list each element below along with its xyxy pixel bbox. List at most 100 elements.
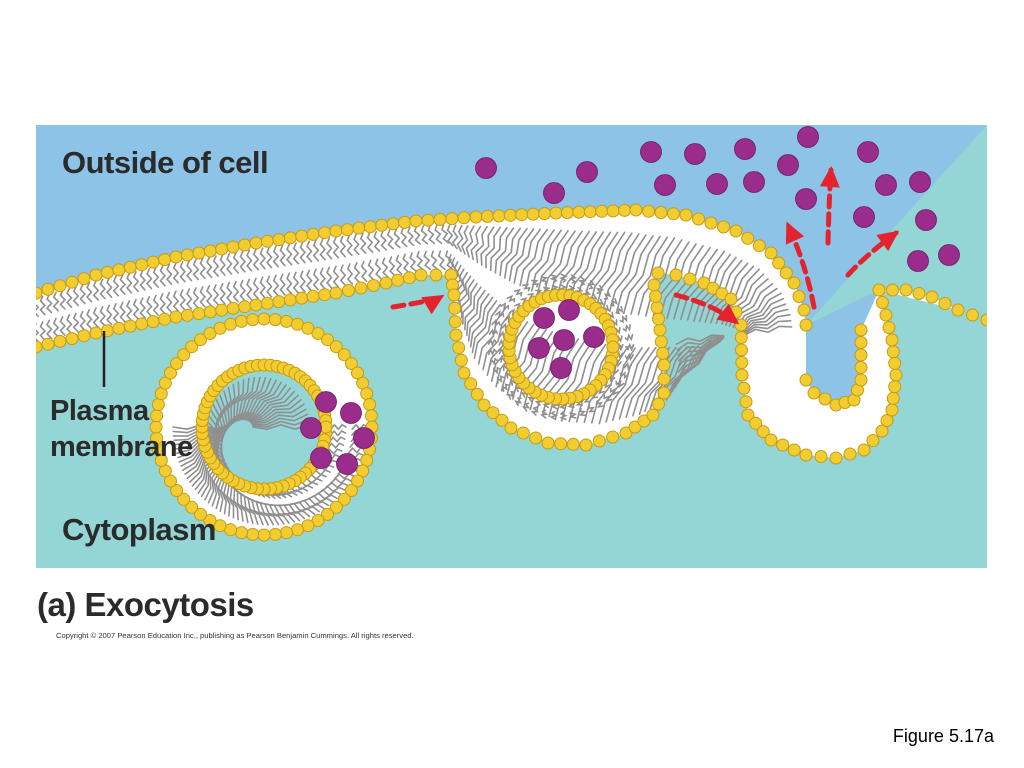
lipid-tail: [388, 256, 396, 277]
phospholipid-head: [249, 236, 263, 250]
phospholipid-head: [866, 434, 880, 447]
lipid-tail: [246, 390, 296, 421]
phospholipid-head: [318, 226, 332, 240]
lipid-tail: [244, 387, 292, 421]
phospholipid-head: [882, 321, 896, 334]
phospholipid-head: [169, 310, 183, 324]
phospholipid-head: [629, 203, 643, 217]
phospholipid-head: [787, 276, 801, 290]
phospholipid-head: [280, 314, 293, 328]
phospholipid-head: [652, 312, 665, 326]
lipid-tail: [232, 251, 240, 274]
lipid-tail: [675, 334, 725, 346]
lipid-tail: [555, 230, 590, 301]
lipid-tail: [39, 295, 47, 316]
lipid-tail: [269, 504, 301, 522]
phospholipid-head: [379, 276, 393, 290]
phospholipid-head: [158, 253, 172, 267]
molecule: [706, 173, 728, 195]
phospholipid-head: [158, 376, 172, 390]
phospholipid-head: [246, 527, 260, 541]
lipid-tail: [212, 284, 220, 306]
phospholipid-head: [854, 336, 868, 349]
lipid-tail: [598, 347, 636, 425]
phospholipid-head: [36, 340, 43, 354]
lipid-tail: [441, 224, 450, 244]
lipid-tail: [539, 409, 549, 419]
lipid-tail: [225, 381, 240, 432]
phospholipid-head: [318, 288, 332, 302]
lipid-tail: [321, 485, 346, 493]
phospholipid-head: [515, 208, 529, 222]
lipid-tail: [279, 273, 286, 296]
phospholipid-head: [454, 353, 468, 367]
lipid-tail: [329, 423, 347, 431]
lipid-tail: [266, 246, 273, 269]
phospholipid-head: [879, 308, 893, 322]
phospholipid-head: [843, 447, 857, 461]
phospholipid-head: [340, 223, 354, 237]
phospholipid-head: [814, 450, 828, 463]
lipid-tail: [286, 272, 293, 295]
lipid-tail: [519, 228, 548, 287]
lipid-tail: [374, 258, 382, 280]
phospholipid-head: [464, 377, 478, 391]
lipid-tail: [659, 243, 697, 319]
phospholipid-head: [180, 248, 194, 262]
lipid-tail: [326, 237, 333, 260]
molecule: [353, 427, 375, 449]
phospholipid-head: [402, 271, 416, 285]
phospholipid-head: [249, 298, 263, 312]
lipid-tail: [166, 263, 173, 285]
lipid-tail: [326, 266, 333, 289]
molecule: [315, 391, 337, 413]
molecule: [640, 141, 662, 163]
lipid-tail: [742, 308, 789, 333]
phospholipid-head: [912, 287, 926, 300]
phospholipid-head: [583, 205, 597, 219]
lipid-tail: [407, 226, 415, 246]
phospholipid-head: [65, 275, 79, 289]
lipid-tail: [306, 269, 313, 292]
phospholipid-head: [764, 246, 778, 260]
arrow-head: [421, 294, 445, 315]
phospholipid-head: [516, 426, 530, 440]
phospholipid-head: [311, 514, 325, 527]
lipid-tail: [595, 284, 604, 294]
phospholipid-head: [649, 289, 662, 303]
lipid-tail: [400, 227, 408, 248]
lipid-tail: [588, 231, 626, 308]
molecule: [875, 174, 897, 196]
phospholipid-head: [792, 290, 806, 303]
lipid-tail: [581, 231, 619, 307]
lipid-tail: [500, 302, 510, 311]
lipid-tail: [99, 305, 106, 327]
lipid-tail: [466, 289, 486, 337]
phospholipid-head: [448, 301, 462, 315]
molecule: [543, 182, 565, 204]
phospholipid-head: [260, 234, 274, 248]
molecule: [795, 188, 817, 210]
phospholipid-head: [215, 303, 229, 317]
phospholipid-head: [123, 319, 137, 333]
lipid-tail: [488, 328, 499, 337]
lipid-tail: [409, 252, 417, 272]
lipid-tail: [501, 383, 510, 393]
molecule: [743, 171, 765, 193]
molecule: [915, 209, 937, 231]
phospholipid-head: [656, 346, 670, 360]
lipid-tail: [65, 314, 73, 335]
phospholipid-head: [311, 327, 325, 340]
lipid-tail: [491, 318, 501, 328]
lipid-tail: [332, 265, 340, 288]
phospholipid-head: [492, 209, 506, 223]
phospholipid-head: [112, 321, 126, 335]
lipid-tail: [360, 260, 368, 283]
lipid-tail: [525, 229, 555, 289]
phospholipid-head: [321, 333, 334, 347]
lipid-tail: [469, 296, 494, 348]
lipid-tail: [266, 275, 273, 298]
lipid-tail: [52, 291, 60, 312]
phospholipid-head: [654, 335, 668, 349]
phospholipid-head: [799, 373, 813, 387]
